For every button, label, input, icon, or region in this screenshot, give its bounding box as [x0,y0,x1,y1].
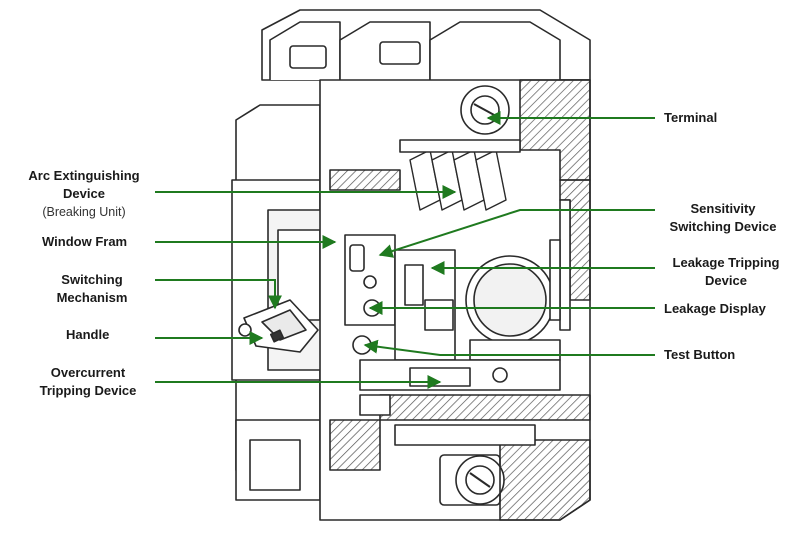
label-switching-line1: Switching [61,272,123,287]
label-sensitivity-switching-device: Sensitivity Switching Device [658,200,788,236]
label-leakage-tripping-line2: Device [705,273,747,288]
breaker-illustration [231,9,591,521]
label-overcurrent-tripping-device: Overcurrent Tripping Device [28,364,148,400]
label-window-frame: Window Fram [42,234,128,249]
label-arc-extinguishing-device: Arc Extinguishing Device (Breaking Unit) [22,167,146,221]
label-sensitivity-line1: Sensitivity [690,201,756,216]
leader-sensitivity [378,209,655,258]
label-arc-line1: Arc Extinguishing [28,168,140,183]
label-leakage-tripping-line1: Leakage Tripping [672,255,780,270]
label-overcurrent-line2: Tripping Device [39,383,137,398]
label-switching-line2: Mechanism [56,290,128,305]
leader-lines [155,111,655,389]
label-test-button: Test Button [664,347,736,362]
label-arc-line3: (Breaking Unit) [42,205,126,219]
label-switching-mechanism: Switching Mechanism [42,271,142,307]
label-leakage-tripping-device: Leakage Tripping Device [660,254,792,290]
label-leakage-display: Leakage Display [664,301,766,316]
label-handle: Handle [66,327,110,342]
label-terminal: Terminal [664,110,718,125]
leader-switching [155,279,282,310]
label-arc-line2: Device [63,186,105,201]
label-sensitivity-line2: Switching Device [669,219,777,234]
label-overcurrent-line1: Overcurrent [50,365,126,380]
leader-test-button [363,339,655,356]
